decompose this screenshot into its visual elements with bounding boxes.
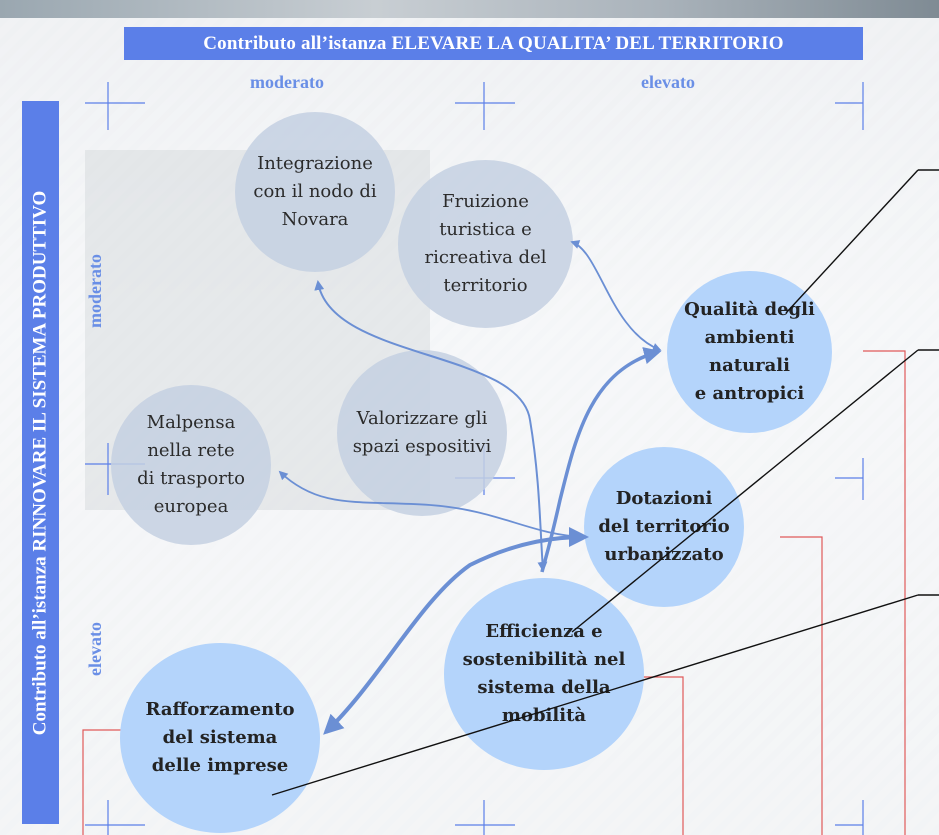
- side-banner: [22, 101, 59, 824]
- pointer-lines: [271, 169, 939, 796]
- arrow-rafforzamento-dotazioni: [323, 527, 589, 735]
- title-banner: Contributo all’istanza ELEVARE LA QUALIT…: [124, 27, 863, 60]
- arrow-integrazione-efficienza: [314, 280, 548, 572]
- red-connectors: [82, 350, 906, 835]
- top-photo-strip: [0, 0, 939, 18]
- arrow-fruizione-qualita: [570, 240, 662, 352]
- top-axis-elevato: elevato: [641, 72, 695, 92]
- top-axis-moderato: moderato: [250, 72, 324, 92]
